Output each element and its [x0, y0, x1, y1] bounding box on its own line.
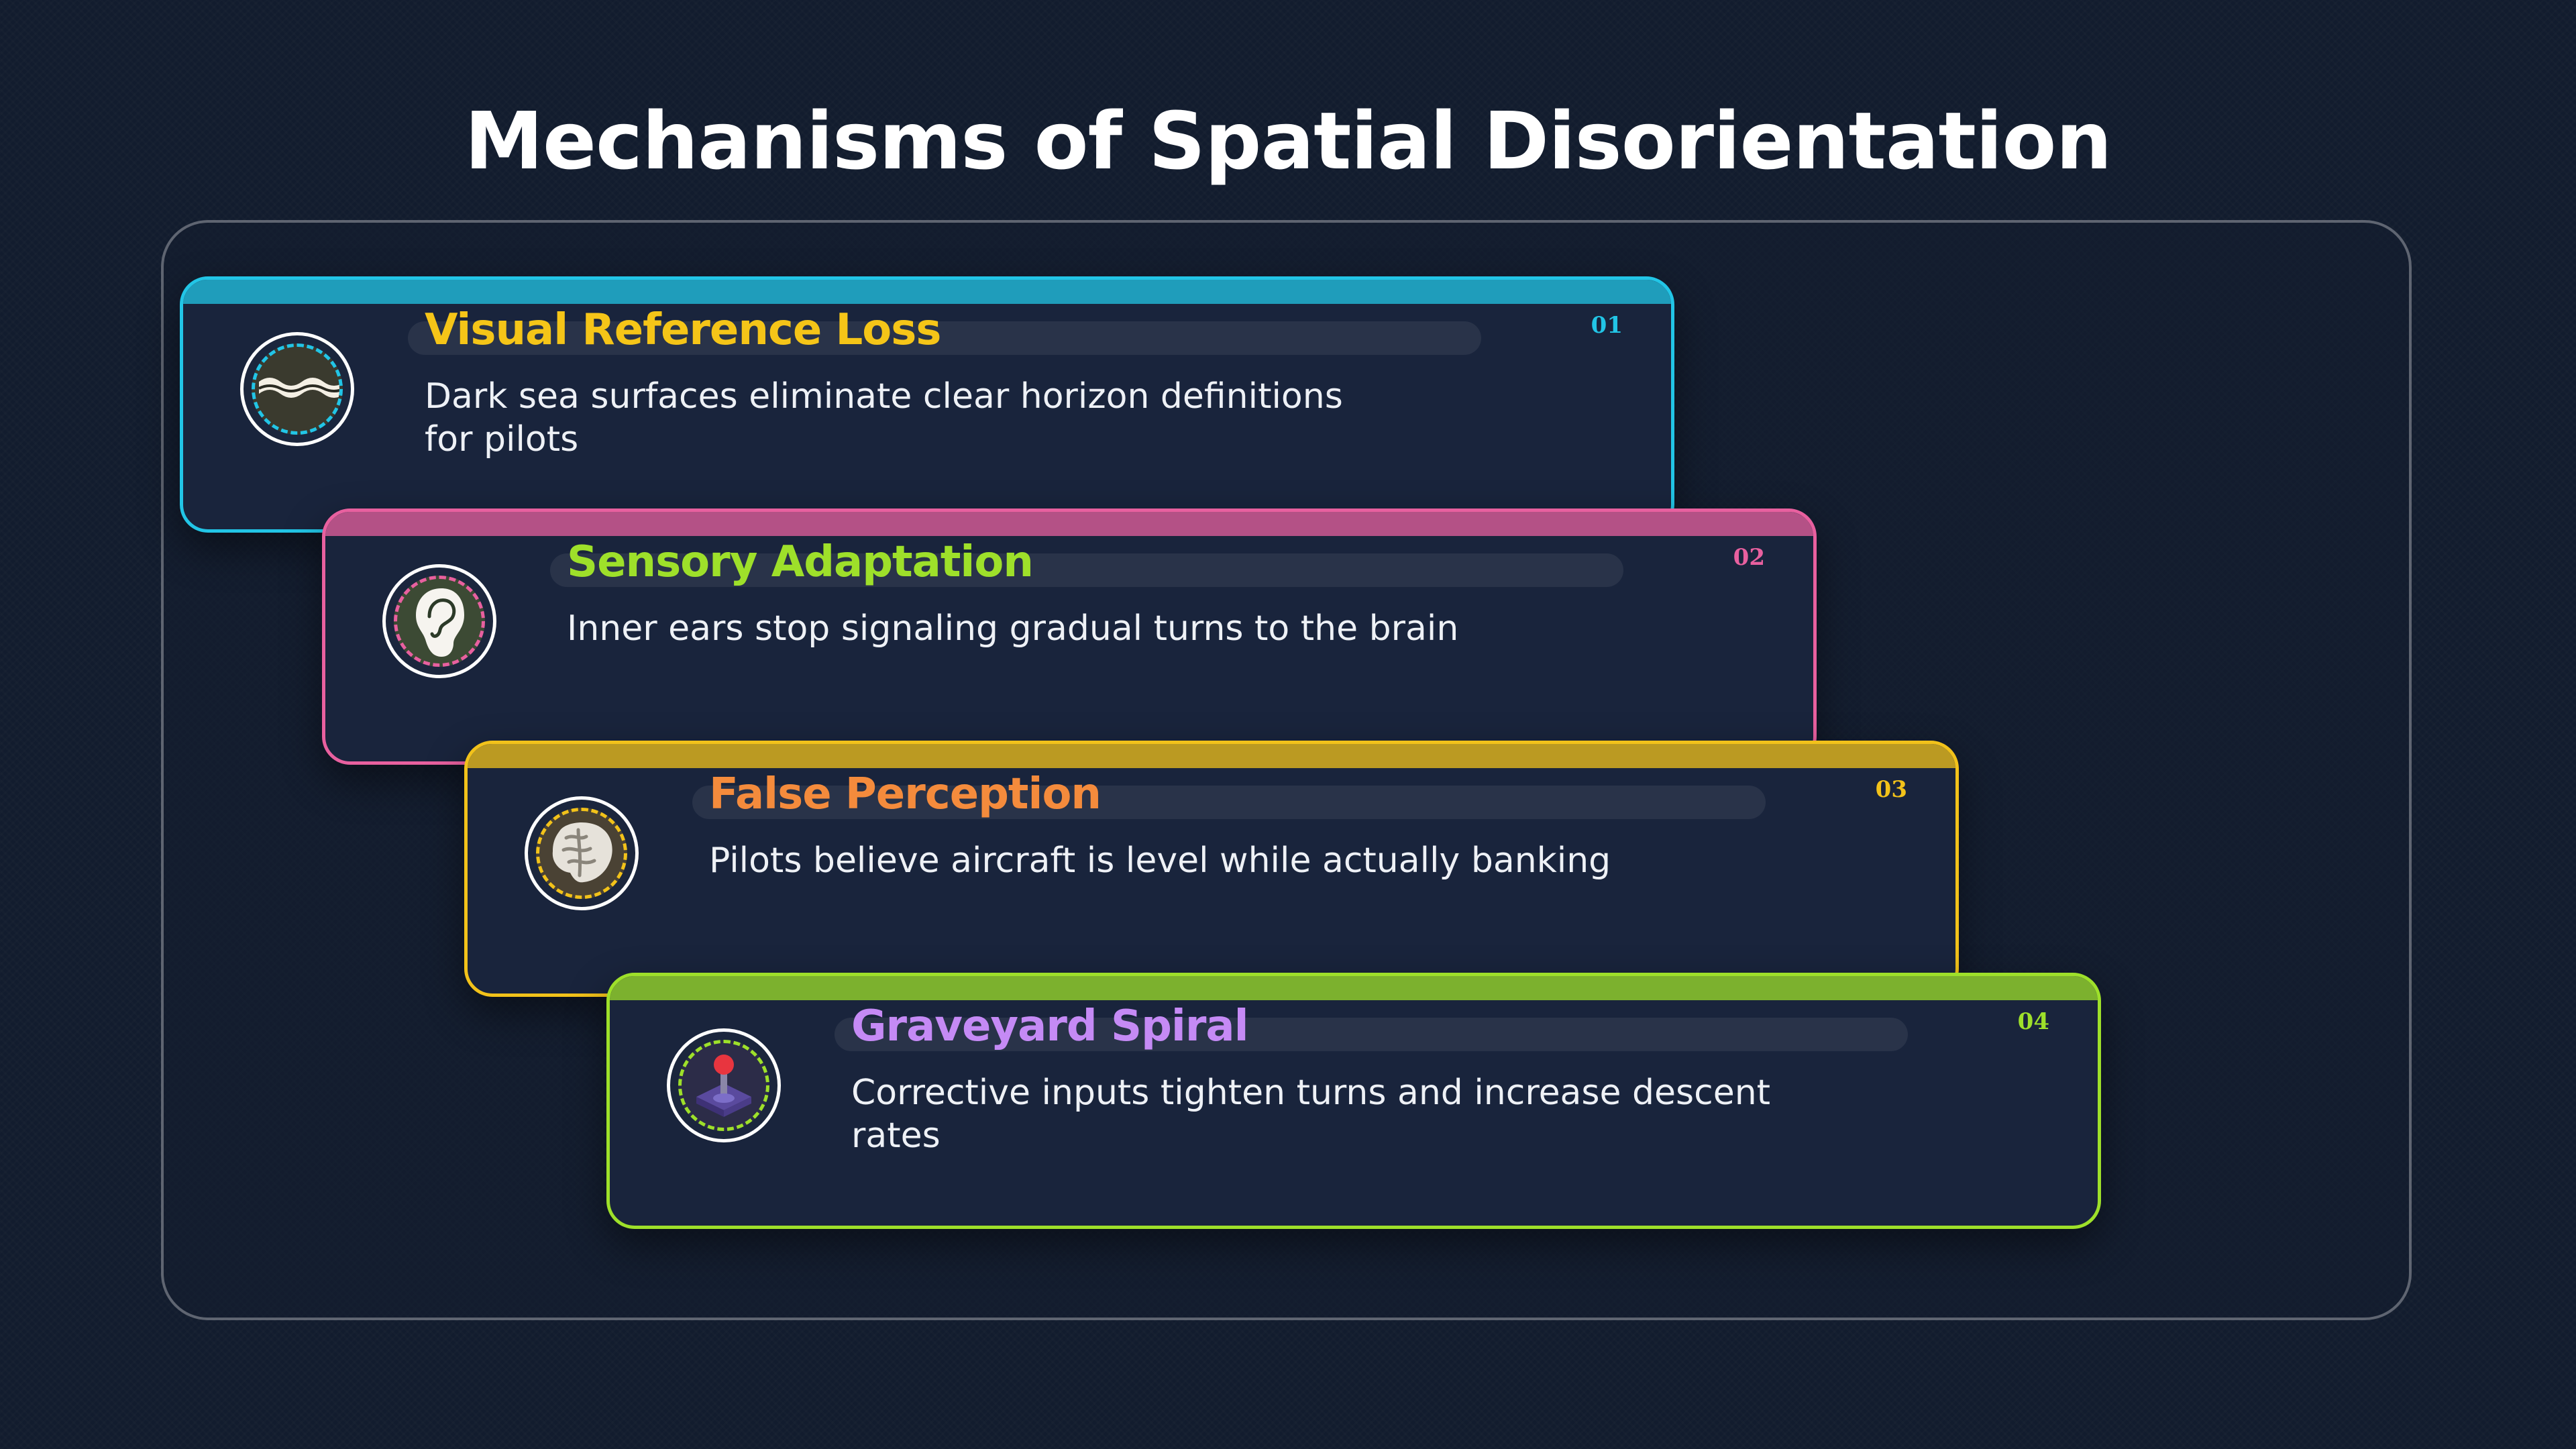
mechanism-card-graveyard-spiral: Graveyard Spiral 04 Corrective inputs ti…: [606, 973, 2101, 1229]
card-title: Sensory Adaptation: [567, 537, 1034, 587]
page-title: Mechanisms of Spatial Disorientation: [464, 95, 2112, 187]
mechanism-card-sensory-adaptation: Sensory Adaptation 02 Inner ears stop si…: [322, 508, 1817, 765]
title-track: [408, 321, 1481, 355]
card-number: 01: [1591, 312, 1623, 339]
brain-icon: [552, 822, 612, 883]
ear-icon: [416, 588, 464, 657]
card-top-bar: [183, 280, 1671, 304]
card-description: Pilots believe aircraft is level while a…: [709, 841, 1611, 881]
mechanism-card-visual-reference-loss: Visual Reference Loss 01 Dark sea surfac…: [180, 276, 1674, 533]
card-top-bar: [325, 512, 1813, 536]
card-title: False Perception: [709, 769, 1102, 819]
card-icon-badge: [667, 1028, 781, 1142]
title-track: [550, 553, 1623, 587]
card-icon-badge: [382, 564, 496, 678]
card-description: Corrective inputs tighten turns and incr…: [851, 1073, 1771, 1156]
mechanism-card-false-perception: False Perception 03 Pilots believe aircr…: [464, 741, 1959, 997]
title-track: [835, 1018, 1908, 1051]
card-title: Visual Reference Loss: [425, 305, 941, 355]
waves-icon: [258, 378, 339, 398]
card-icon-badge: [240, 332, 354, 446]
card-icon-badge: [525, 796, 639, 910]
card-top-bar: [610, 976, 2098, 1000]
title-track: [692, 786, 1766, 819]
card-number: 02: [1733, 544, 1765, 571]
card-number: 04: [2017, 1008, 2049, 1035]
card-description: Dark sea surfaces eliminate clear horizo…: [425, 376, 1343, 460]
card-top-bar: [468, 744, 1955, 768]
joystick-icon: [696, 1055, 751, 1117]
card-title: Graveyard Spiral: [851, 1002, 1248, 1051]
card-description: Inner ears stop signaling gradual turns …: [567, 608, 1459, 649]
card-number: 03: [1875, 776, 1907, 803]
